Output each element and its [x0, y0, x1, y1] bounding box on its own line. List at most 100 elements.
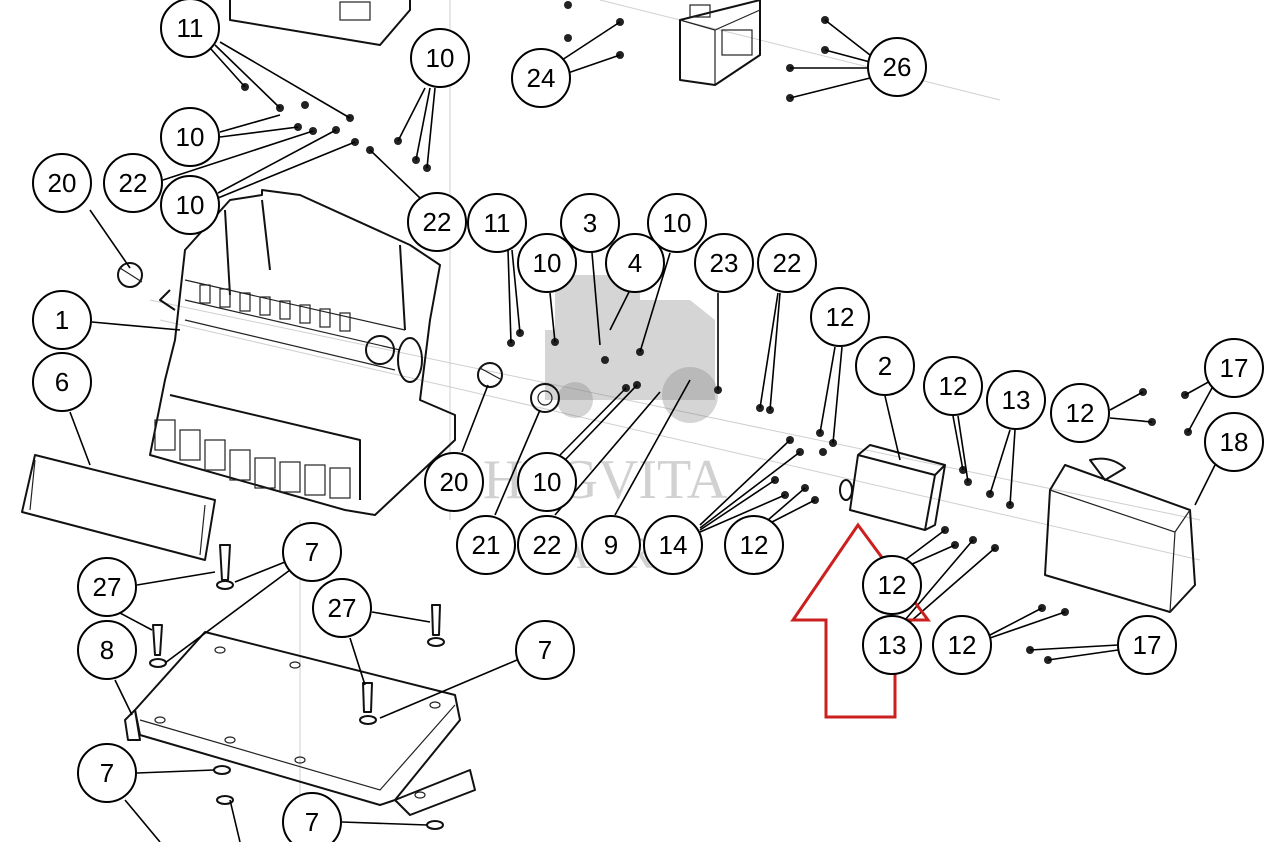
callout-circle [424, 452, 484, 512]
callout-label: 12 [948, 630, 977, 660]
callout-circle [77, 557, 137, 617]
callout-label: 10 [426, 43, 455, 73]
callout-c24: 24 [511, 48, 571, 108]
callout-circle [862, 555, 922, 615]
callout-circle [605, 233, 665, 293]
highlight-arrow [790, 522, 931, 719]
callout-label: 21 [472, 530, 501, 560]
callout-c20b: 20 [424, 452, 484, 512]
callout-label: 12 [878, 570, 907, 600]
callout-label: 9 [604, 530, 618, 560]
callout-label: 17 [1220, 353, 1249, 383]
callout-c1: 1 [32, 290, 92, 350]
callout-c14: 14 [643, 515, 703, 575]
callout-c26: 26 [867, 37, 927, 97]
callout-label: 14 [659, 530, 688, 560]
callout-c7d: 7 [282, 792, 342, 842]
callout-c10f: 10 [517, 452, 577, 512]
callout-circle [517, 452, 577, 512]
callout-circle [643, 515, 703, 575]
motor-part [839, 444, 946, 531]
callout-circle [810, 287, 870, 347]
callout-label: 10 [176, 190, 205, 220]
callout-label: 11 [484, 208, 511, 238]
callout-circle [932, 615, 992, 675]
callout-label: 17 [1133, 630, 1162, 660]
callout-label: 20 [440, 467, 469, 497]
callout-circle [581, 515, 641, 575]
callout-c20a: 20 [32, 153, 92, 213]
callout-circle [560, 193, 620, 253]
callout-label: 26 [883, 52, 912, 82]
callout-c13b: 13 [862, 615, 922, 675]
callout-label: 22 [423, 207, 452, 237]
callout-c6: 6 [32, 352, 92, 412]
callout-c12f: 12 [932, 615, 992, 675]
callout-circle [160, 107, 220, 167]
callout-circle [1204, 338, 1264, 398]
bolts-and-washers [149, 544, 445, 830]
metering-housing-part [149, 189, 456, 516]
callout-circle [862, 615, 922, 675]
callout-label: 13 [878, 630, 907, 660]
callout-circle [515, 620, 575, 680]
callout-label: 10 [533, 248, 562, 278]
controller-box-part [679, 0, 761, 86]
callout-c13a: 13 [986, 370, 1046, 430]
callout-c27b: 27 [312, 578, 372, 638]
callout-label: 12 [1066, 398, 1095, 428]
cover-plate-part [21, 454, 216, 561]
callout-circle [1050, 383, 1110, 443]
callout-circle [407, 192, 467, 252]
callout-c23: 23 [694, 233, 754, 293]
callout-circle [517, 233, 577, 293]
callout-c12b: 12 [923, 356, 983, 416]
callout-label: 22 [773, 248, 802, 278]
callout-circle [647, 193, 707, 253]
callout-circle [867, 37, 927, 97]
callout-c11b: 11 [467, 193, 527, 253]
callout-circle [517, 515, 577, 575]
callout-c4: 4 [605, 233, 665, 293]
callout-c22b: 22 [407, 192, 467, 252]
callout-label: 12 [826, 302, 855, 332]
callout-circle [77, 743, 137, 803]
callout-label: 27 [328, 593, 357, 623]
callout-c12c: 12 [1050, 383, 1110, 443]
callout-c2: 2 [855, 336, 915, 396]
callout-c10d: 10 [647, 193, 707, 253]
callout-circle [282, 522, 342, 582]
callout-circle [986, 370, 1046, 430]
fasteners [241, 1, 1192, 664]
callout-c7c: 7 [77, 743, 137, 803]
callout-circle [1204, 412, 1264, 472]
callout-c10c: 10 [160, 175, 220, 235]
callout-c7a: 7 [282, 522, 342, 582]
callout-c7b: 7 [515, 620, 575, 680]
callout-circle [410, 28, 470, 88]
callout-label: 12 [740, 530, 769, 560]
callout-c12a: 12 [810, 287, 870, 347]
callout-c9: 9 [581, 515, 641, 575]
callout-label: 7 [305, 537, 319, 567]
callout-c12e: 12 [862, 555, 922, 615]
callout-c12d: 12 [724, 515, 784, 575]
callout-c3: 3 [560, 193, 620, 253]
callout-circle [160, 0, 220, 58]
callout-label: 24 [527, 63, 556, 93]
callout-circle [160, 175, 220, 235]
knob-parts [117, 262, 560, 413]
callout-circle [77, 620, 137, 680]
callout-label: 1 [55, 305, 69, 335]
callout-circle [724, 515, 784, 575]
callout-c8: 8 [77, 620, 137, 680]
callout-label: 6 [55, 367, 69, 397]
callout-circle [456, 515, 516, 575]
callout-label: 12 [939, 371, 968, 401]
base-plate-part [124, 631, 476, 816]
callout-label: 8 [100, 635, 114, 665]
callout-label: 10 [533, 467, 562, 497]
callout-circle [32, 290, 92, 350]
